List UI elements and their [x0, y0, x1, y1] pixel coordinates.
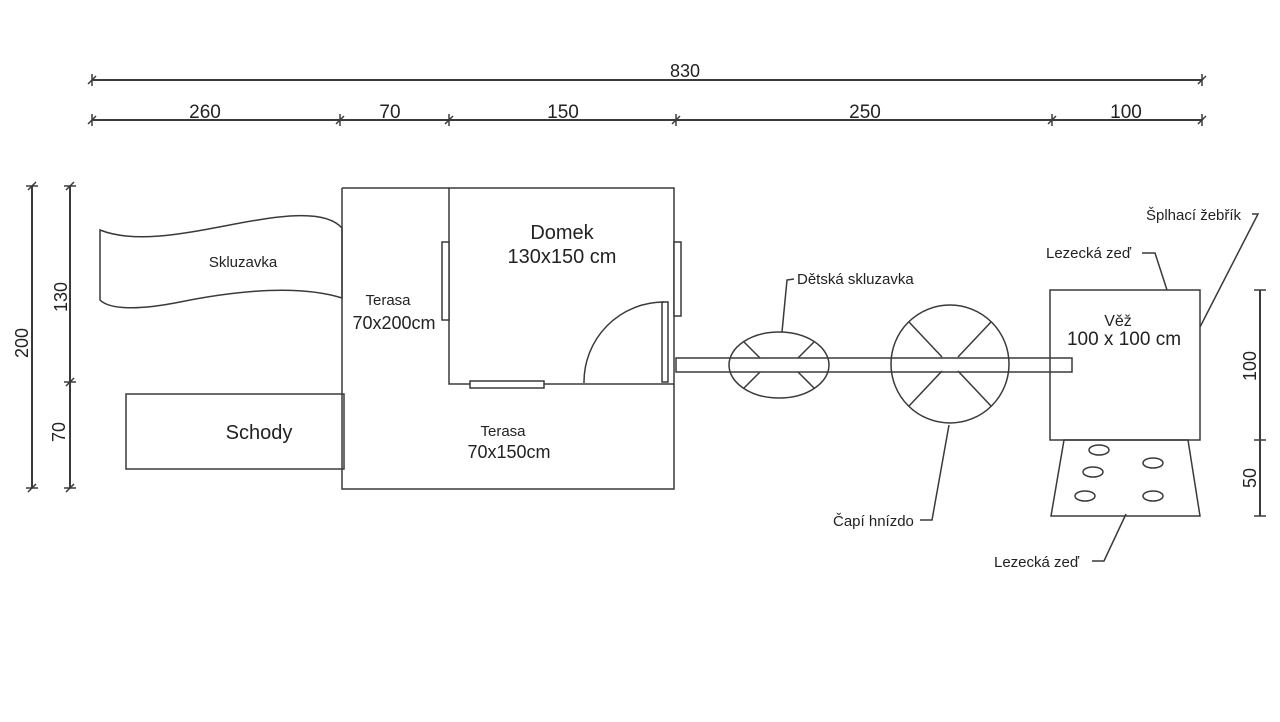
stork-nest-shape: [890, 304, 1010, 424]
house-door-swing: [583, 301, 665, 384]
climbing-wall-bottom-leader: [1092, 513, 1127, 562]
dimension-segment-1: 260: [189, 102, 221, 123]
top-dimension-segments: [87, 114, 1207, 126]
dimension-left-total: 200: [12, 328, 32, 358]
stairs-label: Schody: [226, 422, 293, 444]
house-window-right: [673, 241, 682, 317]
climbing-wall-shape: [1050, 439, 1201, 517]
stork-nest-leader: [920, 424, 950, 521]
left-dimension-parts: [64, 181, 76, 493]
house-door-panel: [661, 301, 669, 383]
climbing-wall-bottom-label: Lezecká zeď: [994, 554, 1080, 571]
terrace-front-size: 70x150cm: [467, 442, 550, 462]
connecting-beam: [675, 357, 1073, 373]
rope-ladder-leader: [1199, 213, 1260, 328]
rope-ladder-label: Šplhací žebřík: [1146, 207, 1242, 224]
climbing-wall-top-label: Lezecká zeď: [1046, 245, 1132, 262]
stork-nest-label: Čapí hnízdo: [833, 513, 914, 530]
tower-size: 100 x 100 cm: [1067, 329, 1181, 350]
left-dimension-total: [26, 181, 38, 493]
kids-slide-shape: [728, 331, 830, 399]
house-size: 130x150 cm: [508, 246, 617, 268]
top-dimension-total: [87, 74, 1207, 86]
stairs-shape: [125, 393, 345, 470]
right-dimension-parts: [1254, 289, 1266, 517]
dimension-segment-2: 70: [379, 102, 400, 123]
dimension-left-part-1: 130: [51, 282, 71, 312]
dimension-segment-4: 250: [849, 102, 881, 123]
climbing-wall-top-leader: [1142, 252, 1168, 291]
slide-label: Skluzavka: [209, 254, 278, 271]
house-window-bottom: [469, 380, 545, 389]
house-title: Domek: [530, 222, 594, 244]
kids-slide-label: Dětská skluzavka: [797, 271, 914, 288]
house-window-left: [441, 241, 450, 321]
dimension-segment-5: 100: [1110, 102, 1142, 123]
terrace-outline: [341, 187, 675, 490]
dimension-right-part-1: 100: [1240, 351, 1260, 381]
terrace-front-title: Terasa: [480, 423, 526, 440]
dimension-segment-3: 150: [547, 102, 579, 123]
dimension-left-part-2: 70: [49, 422, 69, 442]
house-shape: [448, 187, 675, 385]
tower-title: Věž: [1104, 313, 1132, 330]
kids-slide-leader: [781, 278, 795, 333]
dimension-total-label: 830: [670, 61, 700, 81]
dimension-right-part-2: 50: [1240, 468, 1260, 488]
terrace-side-size: 70x200cm: [352, 313, 435, 333]
terrace-side-title: Terasa: [365, 292, 411, 309]
